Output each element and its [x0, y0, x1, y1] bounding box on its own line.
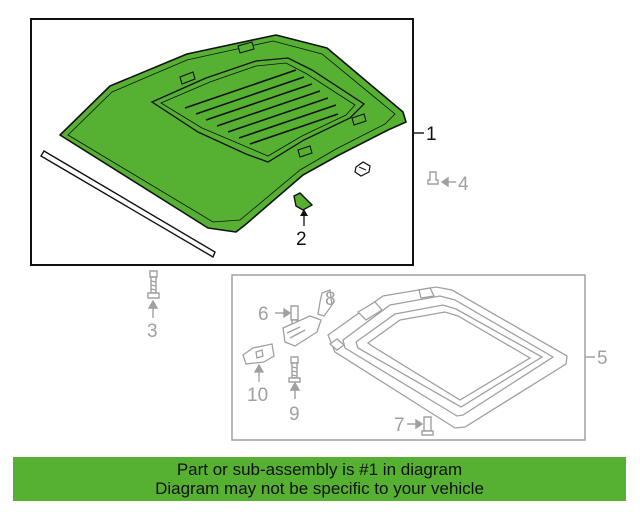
callout-label-8[interactable]: 8 — [325, 289, 336, 310]
info-banner: Part or sub-assembly is #1 in diagram Di… — [13, 457, 626, 501]
callout-label-6[interactable]: 6 — [258, 304, 269, 325]
sunroof-frame-part-5 — [327, 286, 568, 429]
roof-clip-detail — [354, 161, 371, 177]
bolt-part-7 — [407, 416, 434, 436]
callout-arrow-2 — [300, 209, 308, 226]
banner-line-1: Part or sub-assembly is #1 in diagram — [176, 460, 463, 479]
callout-label-3[interactable]: 3 — [147, 321, 158, 342]
bolt-part-9 — [288, 356, 301, 399]
roof-bracket-part-2[interactable] — [293, 192, 314, 211]
callout-label-5[interactable]: 5 — [597, 348, 608, 369]
callout-label-7[interactable]: 7 — [394, 415, 405, 436]
callout-label-4[interactable]: 4 — [458, 174, 469, 195]
callout-label-10[interactable]: 10 — [247, 385, 268, 406]
roof-molding-strip — [40, 150, 216, 259]
screw-part-3 — [147, 270, 160, 318]
clip-part-10 — [242, 343, 275, 382]
banner-line-2: Diagram may not be specific to your vehi… — [155, 479, 484, 498]
callout-label-9[interactable]: 9 — [289, 404, 300, 425]
callout-label-1[interactable]: 1 — [426, 124, 437, 145]
roof-panel-part[interactable] — [59, 34, 407, 233]
roof-panel-group-frame — [30, 18, 414, 266]
link-bracket-part-8 — [282, 289, 333, 347]
callout-label-2[interactable]: 2 — [296, 229, 307, 250]
bolt-part-4 — [427, 171, 456, 188]
